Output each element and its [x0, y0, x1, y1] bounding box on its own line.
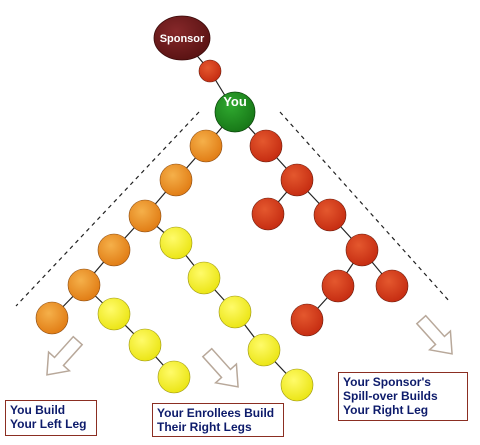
- enrollee-nodes: [97, 226, 314, 402]
- you-label: You: [223, 94, 247, 109]
- left-dashed-guide: [15, 111, 200, 307]
- sponsor-node: [153, 15, 211, 61]
- spillover-node: [280, 163, 314, 197]
- spillover-nodes: [249, 129, 409, 337]
- left-leg-node: [189, 129, 223, 163]
- enrollee-node: [157, 360, 191, 394]
- enrollee-node: [247, 333, 281, 367]
- left-leg-label: You Build Your Left Leg: [5, 400, 97, 436]
- enrollee-node: [280, 368, 314, 402]
- right-dashed-guide: [279, 111, 451, 303]
- sponsor-label: Sponsor: [160, 33, 205, 45]
- enrollee-node: [159, 226, 193, 260]
- spillover-node: [345, 233, 379, 267]
- down-arrow-left: [46, 335, 84, 376]
- enrollee-node: [218, 295, 252, 329]
- spillover-node: [321, 269, 355, 303]
- down-arrow-right: [415, 314, 453, 355]
- spillover-node: [313, 198, 347, 232]
- enrollee-node: [128, 328, 162, 362]
- left-leg-node: [97, 233, 131, 267]
- left-leg-node: [67, 268, 101, 302]
- left-leg-nodes: [35, 129, 223, 335]
- spillover-node: [375, 269, 409, 303]
- enrollees-label: Your Enrollees Build Their Right Legs: [152, 403, 284, 437]
- enrollee-node: [97, 297, 131, 331]
- enrollee-node: [187, 261, 221, 295]
- left-leg-node: [159, 163, 193, 197]
- connector-node: [198, 59, 222, 83]
- spillover-node: [251, 197, 285, 231]
- left-leg-node: [128, 199, 162, 233]
- spillover-node: [290, 303, 324, 337]
- you-node: [214, 91, 256, 133]
- spillover-label: Your Sponsor's Spill-over Builds Your Ri…: [338, 372, 468, 421]
- down-arrow-middle: [201, 347, 239, 388]
- spillover-node: [249, 129, 283, 163]
- left-leg-node: [35, 301, 69, 335]
